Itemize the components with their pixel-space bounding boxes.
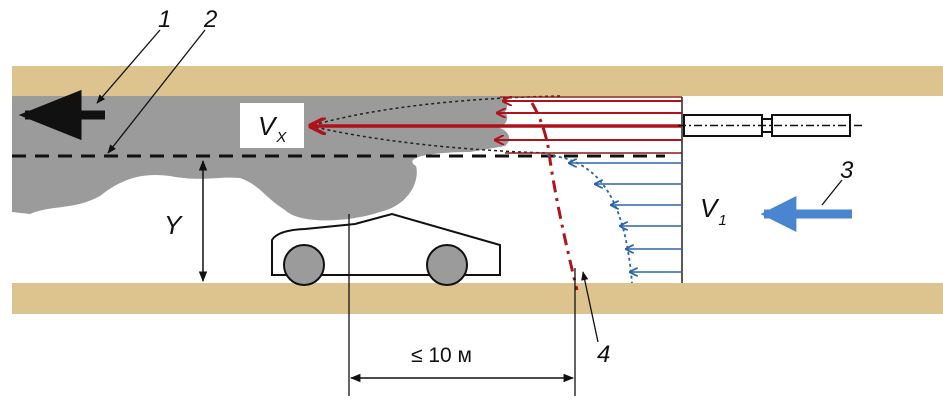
callout-2-leader (107, 29, 206, 154)
tunnel-ceiling (12, 66, 943, 96)
callout-1-leader (96, 29, 161, 104)
tunnel-floor (12, 283, 943, 314)
air-velocity-profile (546, 154, 633, 284)
air-velocity-arrows (570, 163, 682, 272)
jet-envelope-upper (309, 95, 561, 127)
callout-3: 3 (840, 157, 854, 184)
callout-4-leader (581, 271, 599, 343)
jet-velocity-arrows (312, 97, 683, 283)
callout-4: 4 (597, 341, 610, 368)
callout-1: 1 (158, 6, 171, 33)
v1-symbol: V1 (700, 193, 727, 229)
smoke-front-curve (530, 102, 579, 291)
car-icon (271, 212, 501, 286)
callout-2: 2 (203, 6, 217, 33)
jet-envelope-lower (309, 125, 546, 154)
vx-label-box (240, 103, 304, 148)
jet-fan-icon (678, 114, 862, 137)
callout-3-leader (821, 179, 843, 206)
vx-symbol: VX (258, 111, 287, 146)
distance-label: ≤ 10 м (411, 344, 472, 367)
y-symbol: Y (164, 210, 183, 240)
